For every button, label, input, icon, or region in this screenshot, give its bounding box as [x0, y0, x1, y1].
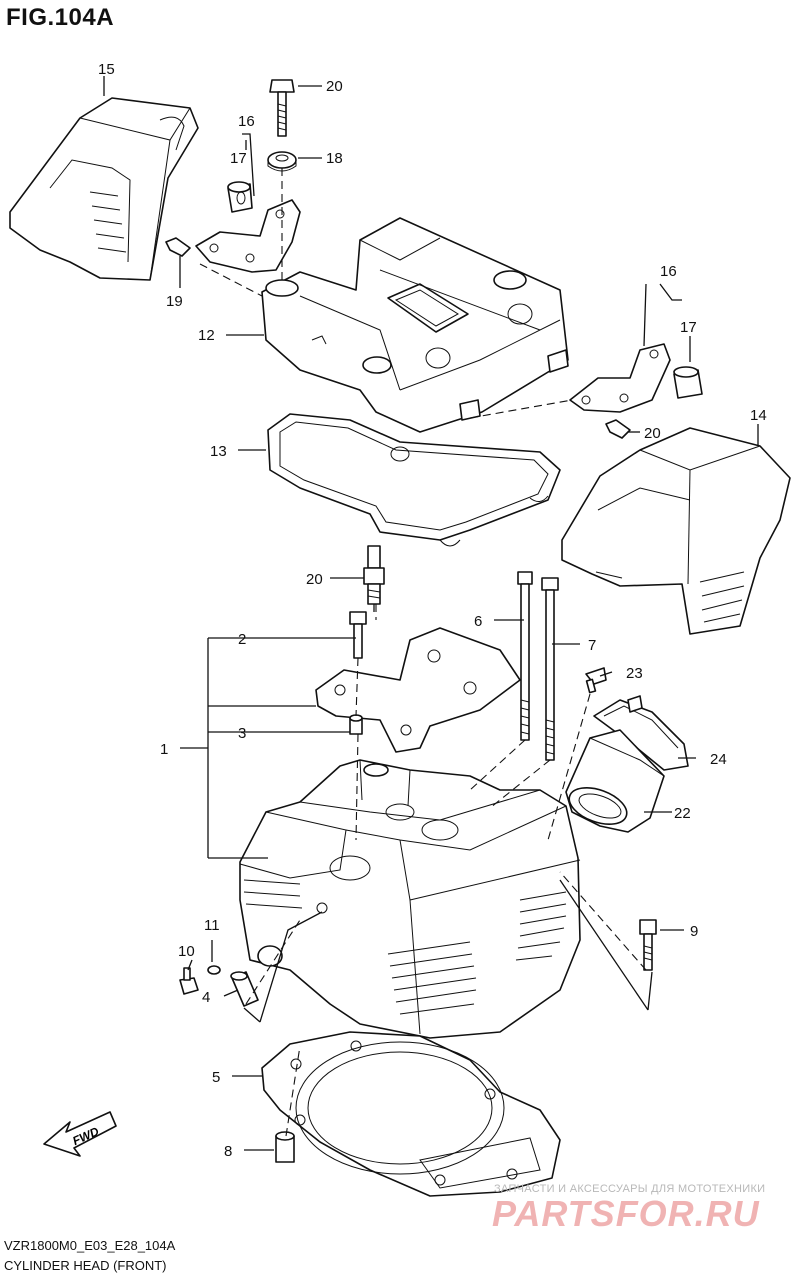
part-12-cylinder-head-cover	[261, 217, 569, 433]
callout-2: 2	[238, 631, 246, 648]
alignment-dashes	[199, 168, 647, 1137]
part-22-intake-pipe	[565, 729, 665, 833]
callout-18: 18	[326, 150, 343, 167]
callout-23: 23	[626, 665, 643, 682]
fwd-arrow-icon: FWD	[43, 1111, 117, 1157]
part-16-bracket-left	[195, 199, 301, 273]
part-14-cover	[561, 427, 791, 635]
figure-caption: CYLINDER HEAD (FRONT)	[4, 1258, 167, 1273]
watermark-logo: PARTSFOR.RU	[492, 1193, 760, 1234]
part-11-washer	[207, 965, 221, 975]
callout-11: 11	[204, 917, 220, 934]
part-2-bolt	[349, 611, 367, 659]
callout-21: 20	[306, 571, 323, 588]
part-21-spark-plug	[363, 545, 385, 612]
part-holder-plate	[315, 627, 521, 753]
callout-10: 10	[178, 943, 195, 960]
callout-24: 24	[710, 751, 727, 768]
callout-12: 12	[198, 327, 215, 344]
callout-17-left: 17	[230, 150, 247, 167]
part-7-stud-bolt	[541, 577, 559, 761]
part-6-stud-bolt	[517, 571, 533, 741]
callout-16-left: 16	[238, 113, 255, 130]
part-15-cover	[9, 97, 199, 281]
part-19-bolt	[269, 79, 295, 137]
leader-lines	[103, 76, 759, 1151]
callout-13: 13	[210, 443, 227, 460]
part-1-cylinder-head	[239, 759, 581, 1039]
callout-15: 15	[98, 61, 115, 78]
callout-labels: 15 20 16 17 18 19 12 16 17 13 20 14 20 6…	[98, 61, 767, 1160]
callout-3: 3	[238, 725, 246, 742]
callout-17-right: 17	[680, 319, 697, 336]
part-16-bracket-right	[569, 343, 671, 413]
part-3-dowel-pin	[349, 714, 363, 735]
callout-8: 8	[224, 1143, 232, 1160]
callout-14: 14	[750, 407, 767, 424]
part-5-head-gasket	[261, 1031, 561, 1197]
callout-4: 4	[202, 989, 210, 1006]
part-17-grommet-left	[227, 181, 253, 213]
part-13-gasket	[267, 413, 561, 547]
part-4-stud	[230, 971, 259, 1007]
callout-5: 5	[212, 1069, 220, 1086]
part-10-bolt	[179, 967, 199, 995]
model-code: VZR1800M0_E03_E28_104A	[4, 1238, 176, 1253]
callout-6: 6	[474, 613, 482, 630]
watermark-tagline: ЗАПЧАСТИ И АКСЕССУАРЫ ДЛЯ МОТОТЕХНИКИ	[494, 1183, 766, 1195]
callout-9: 9	[690, 923, 698, 940]
callout-20-left: 19	[166, 293, 183, 310]
callout-1: 1	[160, 741, 168, 758]
part-18-washer	[267, 151, 297, 172]
callout-16-right: 16	[660, 263, 677, 280]
callout-22: 22	[674, 805, 691, 822]
part-17-grommet-right	[673, 366, 703, 399]
callout-20-right: 20	[644, 425, 661, 442]
part-23-screw	[585, 667, 607, 694]
part-20-bolt-right	[605, 419, 631, 439]
part-9-bolt	[639, 919, 657, 971]
callout-19: 20	[326, 78, 343, 95]
part-20-bolt-left	[165, 237, 191, 257]
figure-title: FIG.104A	[6, 4, 115, 31]
part-8-dowel	[275, 1131, 295, 1163]
callout-7: 7	[588, 637, 596, 654]
